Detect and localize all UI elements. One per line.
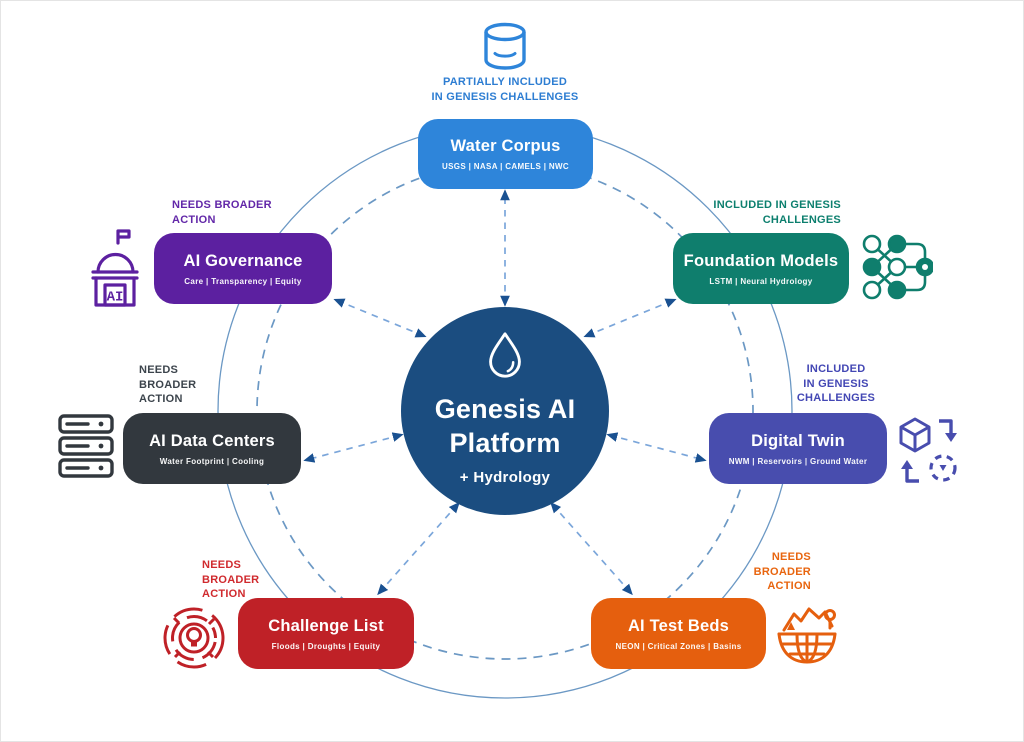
node-subtitle: NWM | Reservoirs | Ground Water (728, 456, 868, 466)
annotation-line: ACTION (767, 580, 811, 593)
node-title: AI Data Centers (149, 431, 275, 450)
node-foundation-models: Foundation Models LSTM | Neural Hydrolog… (673, 233, 849, 304)
annotation-line: IN GENESIS (803, 377, 869, 390)
annotation-line: ACTION (172, 213, 216, 226)
annotation-ai-test-beds: NEEDS BROADER ACTION (754, 550, 811, 594)
server-rack-icon (57, 413, 115, 486)
spoke-ai-test-beds (550, 501, 633, 596)
node-ai-test-beds: AI Test Beds NEON | Critical Zones | Bas… (591, 598, 766, 669)
maze-lightbulb-icon (161, 605, 227, 676)
annotation-line: NEEDS BROADER (172, 199, 272, 211)
annotation-line: NEEDS (771, 551, 811, 563)
annotation-challenge-list: NEEDS BROADER ACTION (202, 558, 259, 602)
node-subtitle: Care | Transparency | Equity (184, 276, 302, 286)
spoke-ai-data-centers (303, 432, 404, 463)
cube-sync-icon (895, 411, 961, 490)
annotation-line: ACTION (139, 393, 183, 406)
annotation-line: IN GENESIS CHALLENGES (431, 90, 579, 103)
node-title: Digital Twin (751, 431, 845, 450)
node-title: Foundation Models (683, 251, 839, 270)
node-title: AI Governance (183, 251, 303, 270)
spoke-digital-twin (606, 432, 707, 463)
annotation-ai-data-centers: NEEDS BROADER ACTION (139, 363, 196, 407)
annotation-ai-governance: NEEDS BROADER ACTION (172, 198, 272, 227)
node-title: Challenge List (268, 616, 384, 635)
capitol-ai-icon: AI (85, 227, 145, 314)
annotation-line: CHALLENGES (796, 392, 876, 405)
node-subtitle: Floods | Droughts | Equity (271, 641, 381, 651)
annotation-line: BROADER (202, 573, 260, 586)
database-icon (481, 21, 529, 76)
annotation-line: BROADER (753, 565, 811, 578)
node-ai-governance: AI Governance Care | Transparency | Equi… (154, 233, 332, 304)
hub-title-line-2: Platform (449, 428, 561, 458)
spoke-foundation-models (583, 298, 677, 338)
node-title: Water Corpus (450, 137, 561, 155)
node-subtitle: LSTM | Neural Hydrology (709, 276, 813, 286)
hub-subtitle: + Hydrology (459, 469, 551, 487)
center-hub-genesis-ai-platform: Genesis AI Platform + Hydrology (401, 307, 609, 515)
eco-globe-icon (775, 600, 839, 671)
annotation-line: BROADER (139, 378, 197, 391)
svg-text:AI: AI (107, 290, 124, 306)
spoke-ai-governance (333, 298, 427, 338)
node-subtitle: USGS | NASA | CAMELS | NWC (441, 162, 570, 171)
node-title: AI Test Beds (627, 616, 730, 635)
node-digital-twin: Digital Twin NWM | Reservoirs | Ground W… (709, 413, 887, 484)
water-drop-icon (485, 330, 525, 385)
annotation-line: CHALLENGES (762, 213, 841, 226)
annotation-line: NEEDS (139, 364, 179, 376)
node-challenge-list: Challenge List Floods | Droughts | Equit… (238, 598, 414, 669)
annotation-line: ACTION (202, 588, 246, 601)
hub-title-line-1: Genesis AI (434, 393, 576, 424)
annotation-line: PARTIALLY INCLUDED (442, 76, 568, 88)
annotation-digital-twin: INCLUDED IN GENESIS CHALLENGES (775, 362, 897, 406)
node-water-corpus: Water Corpus USGS | NASA | CAMELS | NWC (418, 119, 593, 189)
annotation-foundation-models: INCLUDED IN GENESIS CHALLENGES (713, 198, 841, 227)
node-subtitle: Water Footprint | Cooling (159, 456, 265, 466)
annotation-line: INCLUDED (806, 363, 866, 375)
node-subtitle: NEON | Critical Zones | Basins (615, 641, 742, 651)
annotation-line: NEEDS (202, 559, 242, 571)
annotation-line: INCLUDED IN GENESIS (713, 199, 841, 211)
annotation-water-corpus: PARTIALLY INCLUDED IN GENESIS CHALLENGES (385, 75, 625, 104)
spoke-challenge-list (377, 501, 460, 596)
neural-network-icon (859, 231, 935, 308)
node-ai-data-centers: AI Data Centers Water Footprint | Coolin… (123, 413, 301, 484)
